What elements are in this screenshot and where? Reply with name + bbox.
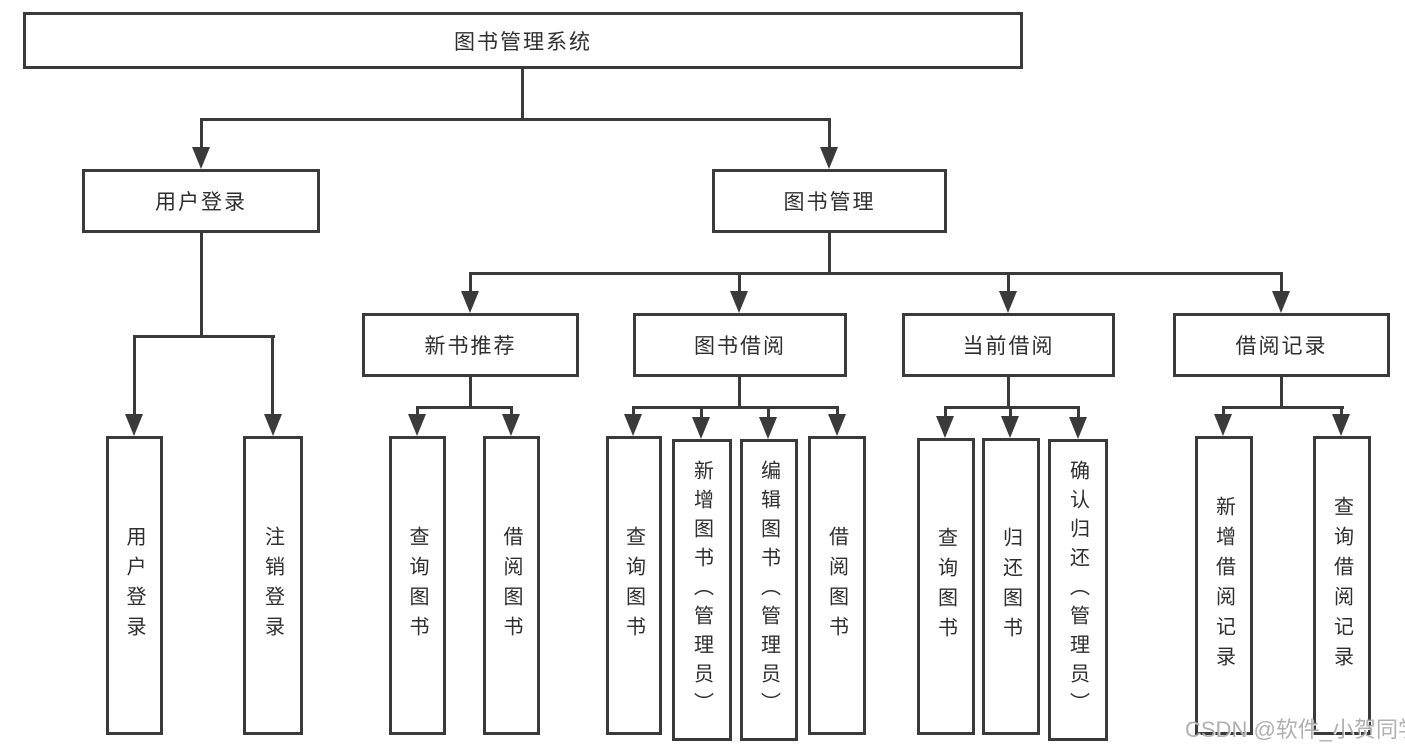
connector-group-stem xyxy=(1007,377,1010,409)
connector-leaf-drop xyxy=(836,406,839,418)
connector-group-stem xyxy=(738,377,741,409)
leaf-confirm-return-admin: 确认归还（管理员） xyxy=(1048,439,1108,741)
leaf-label: 确认归还（管理员） xyxy=(1066,459,1089,721)
leaf-label: 借阅图书 xyxy=(825,525,848,646)
node-user-login: 用户登录 xyxy=(82,169,320,233)
arrowhead-down-icon xyxy=(502,414,520,436)
leaf-label: 注销登录 xyxy=(261,525,284,646)
connector-root-split xyxy=(200,118,830,121)
connector-leaf-drop xyxy=(510,406,513,418)
node-root-label: 图书管理系统 xyxy=(454,30,592,54)
connector-leaf-drop xyxy=(632,406,635,418)
connector-user-login-split xyxy=(133,335,275,338)
node-label: 当前借阅 xyxy=(962,335,1055,358)
arrowhead-down-icon xyxy=(264,414,282,436)
arrowhead-down-icon xyxy=(1332,414,1350,436)
node-label: 借阅记录 xyxy=(1235,335,1328,358)
leaf-label: 查询借阅记录 xyxy=(1330,495,1353,676)
node-borrow-records: 借阅记录 xyxy=(1173,313,1390,377)
connector-leaf-drop xyxy=(271,335,274,416)
connector-group-stem xyxy=(1280,377,1283,409)
arrowhead-down-icon xyxy=(1069,417,1087,439)
arrowhead-down-icon xyxy=(999,291,1017,313)
connector-group-split xyxy=(1222,406,1344,409)
connector-leaf-drop xyxy=(133,335,136,416)
connector-group-stem xyxy=(469,377,472,409)
leaf-label: 归还图书 xyxy=(999,526,1022,647)
watermark: CSDN @软件_小贺同学 xyxy=(1185,717,1405,742)
connector-group-drop xyxy=(1280,272,1283,296)
arrowhead-down-icon xyxy=(1001,416,1019,438)
connector-group-split xyxy=(632,406,839,409)
node-book-mgmt-label: 图书管理 xyxy=(783,191,876,214)
connector-group-split xyxy=(944,406,1080,409)
arrowhead-down-icon xyxy=(692,417,710,439)
arrowhead-down-icon xyxy=(1214,414,1232,436)
leaf-user-login: 用户登录 xyxy=(106,436,163,735)
arrowhead-down-icon xyxy=(192,147,210,169)
arrowhead-down-icon xyxy=(936,416,954,438)
leaf-add-book-admin: 新增图书（管理员） xyxy=(672,439,732,741)
node-new-book-recommend: 新书推荐 xyxy=(362,313,579,377)
leaf-search-book: 查询图书 xyxy=(606,436,662,735)
connector-leaf-drop xyxy=(700,406,703,420)
connector-group-drop xyxy=(1007,272,1010,296)
node-label: 图书借阅 xyxy=(694,335,786,358)
leaf-label: 借阅图书 xyxy=(500,525,522,646)
node-book-borrow: 图书借阅 xyxy=(633,313,847,377)
arrowhead-down-icon xyxy=(730,291,748,313)
connector-leaf-drop xyxy=(944,406,947,420)
connector-book-mgmt-split xyxy=(469,272,1283,275)
leaf-search-borrow-record: 查询借阅记录 xyxy=(1313,436,1371,735)
leaf-label: 查询图书 xyxy=(934,526,957,647)
arrowhead-down-icon xyxy=(408,414,426,436)
leaf-edit-book-admin: 编辑图书（管理员） xyxy=(740,439,798,741)
leaf-label: 新增图书（管理员） xyxy=(690,459,713,721)
arrowhead-down-icon xyxy=(461,291,479,313)
leaf-search-book: 查询图书 xyxy=(389,436,446,735)
connector-leaf-drop xyxy=(1009,406,1012,420)
arrowhead-down-icon xyxy=(828,414,846,436)
connector-user-login-drop xyxy=(200,118,203,150)
connector-leaf-drop xyxy=(1077,406,1080,421)
connector-book-mgmt-stem xyxy=(828,233,831,274)
arrowhead-down-icon xyxy=(624,414,642,436)
node-label: 新书推荐 xyxy=(424,335,517,358)
arrowhead-down-icon xyxy=(820,147,838,169)
connector-group-split xyxy=(416,406,513,409)
leaf-label: 查询图书 xyxy=(622,525,645,646)
connector-group-drop xyxy=(469,272,472,296)
connector-leaf-drop xyxy=(1222,406,1225,418)
leaf-search-book: 查询图书 xyxy=(917,438,975,735)
node-user-login-label: 用户登录 xyxy=(155,191,247,214)
node-current-borrow: 当前借阅 xyxy=(902,313,1115,377)
leaf-borrow-book: 借阅图书 xyxy=(483,436,540,735)
leaf-label: 编辑图书（管理员） xyxy=(757,459,780,721)
arrowhead-down-icon xyxy=(125,414,143,436)
connector-book-mgmt-drop xyxy=(828,118,831,150)
node-root: 图书管理系统 xyxy=(23,12,1023,69)
connector-user-login-stem xyxy=(200,233,203,338)
arrowhead-down-icon xyxy=(1272,291,1290,313)
connector-group-drop xyxy=(738,272,741,296)
connector-leaf-drop xyxy=(1340,406,1343,418)
leaf-add-borrow-record: 新增借阅记录 xyxy=(1195,436,1253,735)
node-book-mgmt: 图书管理 xyxy=(712,169,947,233)
connector-leaf-drop xyxy=(767,406,770,420)
connector-leaf-drop xyxy=(416,406,419,418)
leaf-label: 用户登录 xyxy=(123,525,145,646)
leaf-logout: 注销登录 xyxy=(243,436,303,735)
arrowhead-down-icon xyxy=(759,417,777,439)
leaf-return-book: 归还图书 xyxy=(982,438,1040,735)
leaf-borrow-book: 借阅图书 xyxy=(808,436,866,735)
leaf-label: 查询图书 xyxy=(406,525,428,646)
connector-root-stem xyxy=(521,69,524,120)
leaf-label: 新增借阅记录 xyxy=(1212,495,1235,676)
